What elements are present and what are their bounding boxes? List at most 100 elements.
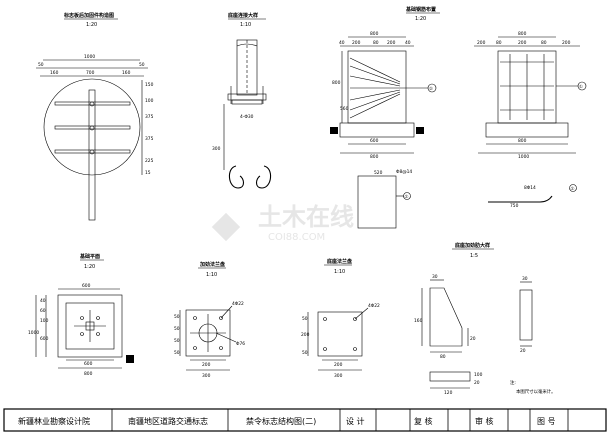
title-project: 南疆地区道路交通标志 — [128, 416, 208, 426]
title-company: 新疆林业勘察设计院 — [18, 416, 90, 426]
base-l2: 200 — [301, 332, 310, 338]
view-foundation-plan: 基础平面 1:20 600 1000 40 60 100 600 600 800 — [28, 253, 134, 377]
sign-pole — [88, 89, 96, 221]
dim-r3: 375 — [145, 114, 154, 120]
base-l3: 50 — [302, 350, 308, 356]
view-foundation-rebar: 基础钢筋布置 1:20 800 40 200 80 200 40 ② 800 5… — [330, 6, 587, 229]
watermark: 土木在线 COI88.COM — [211, 203, 354, 243]
bar1-length: 750 — [510, 203, 519, 209]
plan-scale: 1:20 — [84, 264, 95, 270]
bar2-label: Φ8@14 — [396, 169, 412, 175]
rebar-left-side1: 800 — [332, 80, 341, 86]
rebar-callout-1: ① — [579, 84, 583, 90]
rib-d: 20 — [470, 336, 476, 342]
view-rib: 底座加劲肋大样 1:5 30 160 80 20 30 20 100 20 12… — [414, 242, 556, 396]
rib-title: 底座加劲肋大样 — [454, 242, 490, 249]
stiff-flange-scale: 1:10 — [206, 272, 217, 278]
plan-outer — [57, 294, 123, 358]
title-review: 复 核 — [414, 416, 433, 426]
rib-c: 160 — [414, 318, 423, 324]
anchor-hook-left — [228, 165, 245, 189]
title-drawing: 禁令标志结构图(二) — [246, 416, 316, 426]
base-flange-title: 底座法兰盘 — [326, 258, 352, 265]
dim-w4: 160 — [122, 70, 131, 76]
view-base-detail: 底座连接大样 1:10 4-Φ30 300 — [212, 12, 272, 189]
rebar-right-top: 800 — [518, 31, 527, 37]
stiff-l4: 50 — [174, 350, 180, 356]
plan-side: 1000 — [28, 330, 39, 336]
stiff-flange-hole: Φ76 — [236, 341, 245, 347]
stiff-l3: 50 — [174, 338, 180, 344]
rebar-right-bot2: 1000 — [518, 154, 529, 160]
plan-h4: 600 — [40, 336, 49, 342]
rib-a: 30 — [432, 274, 438, 280]
rebar-left-sub2: 80 — [373, 40, 379, 46]
plan-bot2: 800 — [84, 371, 93, 377]
view-stiff-flange: 加劲法兰盘 1:10 4Φ22 Φ76 50 50 50 50 200 300 — [174, 261, 245, 379]
rib-plate — [429, 287, 463, 347]
watermark-text: 土木在线 — [258, 203, 354, 231]
rebar-right-sub4: 200 — [562, 40, 571, 46]
dim-top: 1000 — [84, 54, 95, 60]
dim-w3: 700 — [86, 70, 95, 76]
bar2-callout: ② — [405, 194, 409, 200]
rebar-left-sub3: 200 — [387, 40, 396, 46]
bar1-callout: ① — [571, 186, 575, 192]
base-w: 300 — [334, 373, 343, 379]
base-l1: 50 — [302, 316, 308, 322]
rib-h: 120 — [444, 390, 453, 396]
rebar-scale: 1:20 — [415, 16, 426, 22]
dim-w5: 50 — [139, 62, 145, 68]
dim-r5: 225 — [145, 158, 154, 164]
base-length-dim: 300 — [212, 146, 221, 152]
stiff-flange-plate — [185, 309, 231, 357]
stiff-l2: 50 — [174, 326, 180, 332]
rebar-title: 基础钢筋布置 — [405, 6, 436, 13]
rebar-right-bot1: 800 — [518, 138, 527, 144]
rebar-right-sub0: 200 — [477, 40, 486, 46]
rebar-left-side2: 560 — [340, 106, 349, 112]
title-check: 审 核 — [475, 416, 494, 426]
rib-scale: 1:5 — [470, 253, 478, 259]
sign-back-title: 标志板后加固件构造图 — [63, 12, 114, 19]
rebar-left-top: 800 — [370, 31, 379, 37]
dim-r4: 375 — [145, 136, 154, 142]
rebar-left-sub4: 40 — [405, 40, 411, 46]
rib-f: 100 — [474, 372, 483, 378]
dim-w2: 160 — [50, 70, 59, 76]
plan-bot1: 600 — [84, 361, 93, 367]
dim-r1: 150 — [145, 82, 154, 88]
rib-g: 20 — [520, 348, 526, 354]
rib-d2: 20 — [474, 380, 480, 386]
base-detail-title: 底座连接大样 — [227, 12, 258, 19]
rebar-left-bot1: 600 — [370, 138, 379, 144]
title-block: 新疆林业勘察设计院 南疆地区道路交通标志 禁令标志结构图(二) 设 计 复 核 … — [3, 408, 607, 432]
rebar-right-sub2: 200 — [518, 40, 527, 46]
base-bolt-label: 4-Φ30 — [240, 114, 254, 120]
bar2-length: 520 — [374, 170, 383, 176]
rebar-left-sub0: 40 — [339, 40, 345, 46]
plan-inner — [65, 302, 115, 350]
rebar-left-footing — [339, 122, 415, 138]
plan-h1: 40 — [40, 298, 46, 304]
rib-b: 80 — [440, 354, 446, 360]
stiff-l1: 50 — [174, 314, 180, 320]
stirrup-bar-2 — [357, 175, 397, 229]
plan-h2: 60 — [40, 308, 46, 314]
rebar-left-bot2: 800 — [370, 154, 379, 160]
rib-e: 30 — [522, 276, 528, 282]
dim-w1: 50 — [38, 62, 44, 68]
bar1-label: 8Φ14 — [524, 185, 536, 191]
base-flange-plate — [317, 311, 363, 357]
base-flange-bolt: 4Φ22 — [368, 303, 380, 309]
note-title: 注: — [510, 379, 516, 386]
rebar-right-sub1: 80 — [496, 40, 502, 46]
plan-h3: 100 — [40, 318, 49, 324]
main-bar-1 — [488, 195, 553, 203]
base-flange-scale: 1:10 — [334, 269, 345, 275]
title-sheet-no: 图 号 — [537, 417, 556, 426]
plan-top: 600 — [82, 283, 91, 289]
rebar-left-pier — [347, 50, 407, 124]
rib-bottom-plate — [429, 371, 471, 382]
